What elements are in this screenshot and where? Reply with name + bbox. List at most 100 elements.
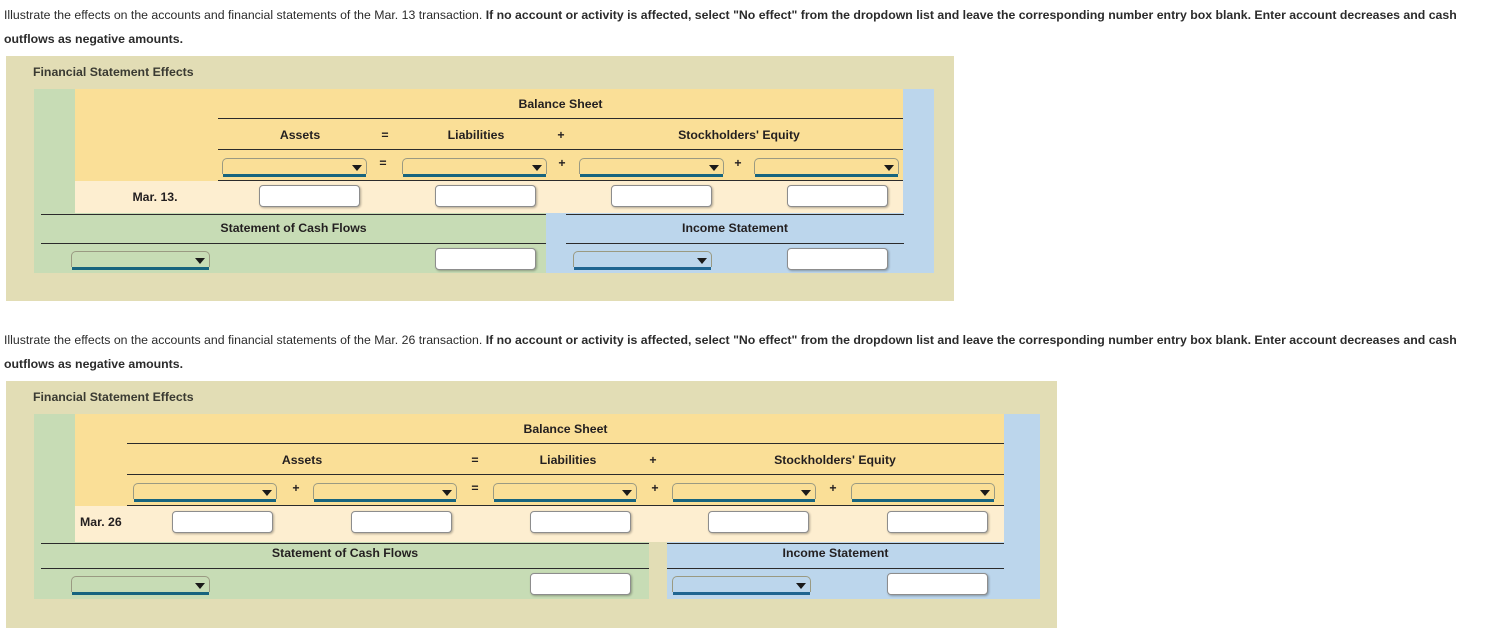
amount-input-1-0[interactable] [259,185,360,207]
row-operator-2-2: + [651,481,659,495]
cash-flow-amount-input-1[interactable] [435,248,536,270]
column-header-liabilities-1: Liabilities [447,128,505,142]
amount-input-2-4[interactable] [887,511,988,533]
dropdown-underline [574,267,711,270]
account-dropdown-1-2[interactable] [579,158,724,177]
chevron-down-icon [532,164,542,171]
chevron-down-icon [352,164,362,171]
operator-plus-header-1: + [557,128,565,142]
rule-is-mid-2 [667,568,1004,569]
amount-input-1-2[interactable] [611,185,712,207]
account-dropdown-1-3[interactable] [754,158,899,177]
balance-sheet-title-1: Balance Sheet [518,97,603,111]
amount-input-1-3[interactable] [787,185,888,207]
dropdown-underline [134,499,276,502]
dropdown-underline [673,499,815,502]
instruction-normal-2: Illustrate the effects on the accounts a… [4,333,486,347]
rule-bs-top-2 [127,443,1004,444]
income-statement-title-1: Income Statement [682,221,788,235]
instruction-text-1: Illustrate the effects on the accounts a… [4,3,1488,51]
row-operator-1-0: = [379,156,387,170]
dropdown-underline [223,174,366,177]
cash-flows-title-1: Statement of Cash Flows [220,221,367,235]
rule-scf-top-2 [41,543,649,544]
rule-bs-bottom-2 [127,505,1004,506]
account-dropdown-2-4[interactable] [851,483,995,502]
instruction-bold-2: If no account or activity is affected, s… [4,333,1457,371]
amount-input-2-2[interactable] [530,511,631,533]
card-title-2: Financial Statement Effects [33,390,194,404]
dropdown-underline [673,592,810,595]
balance-sheet-title-2: Balance Sheet [523,422,608,436]
cash-flow-amount-input-2[interactable] [530,573,631,595]
dropdown-underline [755,174,898,177]
rule-is-top-2 [667,543,1004,544]
dropdown-underline [494,499,636,502]
chevron-down-icon [195,257,205,264]
chevron-down-icon [442,489,452,496]
row-operator-2-0: + [292,481,300,495]
amount-input-1-1[interactable] [435,185,536,207]
chevron-down-icon [796,582,806,589]
column-header-stockholders-equity-2: Stockholders' Equity [774,453,896,467]
chevron-down-icon [697,257,707,264]
income-statement-amount-input-1[interactable] [787,248,888,270]
instruction-normal-1: Illustrate the effects on the accounts a… [4,8,486,22]
operator-plus-header-2: + [649,453,657,467]
column-header-stockholders-equity-1: Stockholders' Equity [678,128,800,142]
rule-scf-mid-1 [41,243,546,244]
row-operator-2-1: = [471,481,479,495]
rule-bs-bottom-1 [218,180,903,181]
dropdown-underline [852,499,994,502]
column-header-assets-1: Assets [279,128,321,142]
dropdown-underline [72,592,209,595]
chevron-down-icon [195,582,205,589]
row-operator-1-2: + [734,156,742,170]
operator-equals-header-1: = [381,128,389,142]
rule-is-mid-1 [566,243,904,244]
chevron-down-icon [709,164,719,171]
income-statement-title-2: Income Statement [782,546,889,560]
balance-sheet-panel-2 [75,414,1004,506]
account-dropdown-2-3[interactable] [672,483,816,502]
financial-statement-effects-card-2: Financial Statement Effects Balance Shee… [6,381,1057,628]
rule-is-top-1 [566,214,904,215]
instruction-text-2: Illustrate the effects on the accounts a… [4,328,1488,376]
cash-flow-activity-dropdown-2[interactable] [71,576,210,595]
column-header-liabilities-2: Liabilities [539,453,597,467]
row-operator-2-3: + [829,481,837,495]
rule-bs-mid-1 [218,149,903,150]
chevron-down-icon [980,489,990,496]
date-label-1: Mar. 13. [132,190,178,204]
rule-bs-mid-2 [127,474,1004,475]
income-statement-item-dropdown-2[interactable] [672,576,811,595]
income-statement-amount-input-2[interactable] [887,573,988,595]
income-statement-item-dropdown-1[interactable] [573,251,712,270]
account-dropdown-2-0[interactable] [133,483,277,502]
financial-statement-effects-card-1: Financial Statement Effects Balance Shee… [6,56,954,301]
dropdown-underline [403,174,546,177]
operator-equals-header-2: = [471,453,479,467]
chevron-down-icon [801,489,811,496]
amount-input-2-3[interactable] [708,511,809,533]
cash-flow-activity-dropdown-1[interactable] [71,251,210,270]
instruction-bold-1: If no account or activity is affected, s… [4,8,1457,46]
dropdown-underline [580,174,723,177]
account-dropdown-2-2[interactable] [493,483,637,502]
chevron-down-icon [262,489,272,496]
column-header-assets-2: Assets [281,453,323,467]
chevron-down-icon [884,164,894,171]
rule-bs-top-1 [218,118,903,119]
amount-input-2-0[interactable] [172,511,273,533]
amount-input-2-1[interactable] [351,511,452,533]
dropdown-underline [72,267,209,270]
account-dropdown-1-0[interactable] [222,158,367,177]
account-dropdown-2-1[interactable] [313,483,457,502]
row-operator-1-1: + [558,156,566,170]
rule-scf-top-1 [41,214,546,215]
account-dropdown-1-1[interactable] [402,158,547,177]
card-title-1: Financial Statement Effects [33,65,194,79]
rule-scf-mid-2 [41,568,649,569]
chevron-down-icon [622,489,632,496]
cash-flows-title-2: Statement of Cash Flows [271,546,419,560]
